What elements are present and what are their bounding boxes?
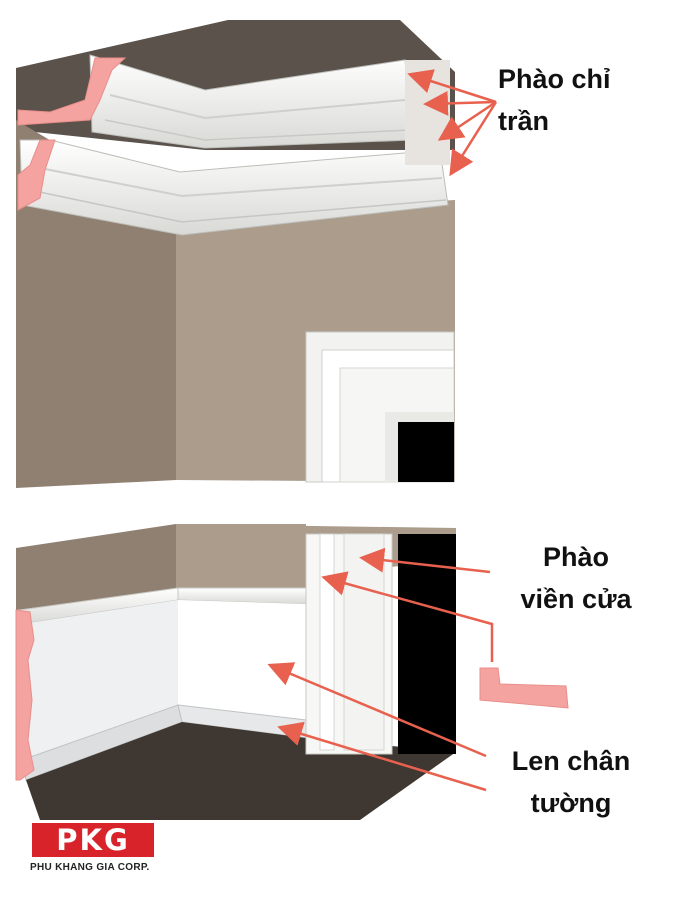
door-trim-section	[479, 667, 569, 709]
label-ceiling-molding: Phào chỉ trần	[498, 64, 611, 136]
floor-corner-scene	[15, 524, 569, 820]
arrow-base-1	[267, 662, 487, 758]
ceiling-molding-section	[17, 57, 127, 126]
arrow-ceiling-4	[449, 101, 498, 177]
door-opening-top	[398, 422, 454, 482]
label-door-trim: Phào viền cửa	[520, 542, 632, 614]
ceiling-molding-section-lower	[17, 139, 56, 211]
arrow-ceiling-3	[437, 100, 497, 141]
label-baseboard: Len chân tường	[511, 746, 631, 818]
ceiling-corner-scene	[16, 20, 455, 488]
arrow-ceiling-1	[407, 69, 497, 104]
pkg-logo: PKG	[32, 823, 154, 857]
arrow-base-2	[277, 721, 487, 792]
arrow-ceiling-2	[423, 90, 497, 116]
baseboard-section	[15, 609, 35, 781]
arrow-door-2	[321, 571, 494, 662]
company-name: PHU KHANG GIA CORP.	[30, 862, 150, 873]
door-opening-bottom	[398, 534, 456, 754]
arrow-door-1	[359, 547, 491, 574]
callout-arrows	[267, 69, 498, 792]
ceiling-molding-lower	[19, 139, 449, 236]
